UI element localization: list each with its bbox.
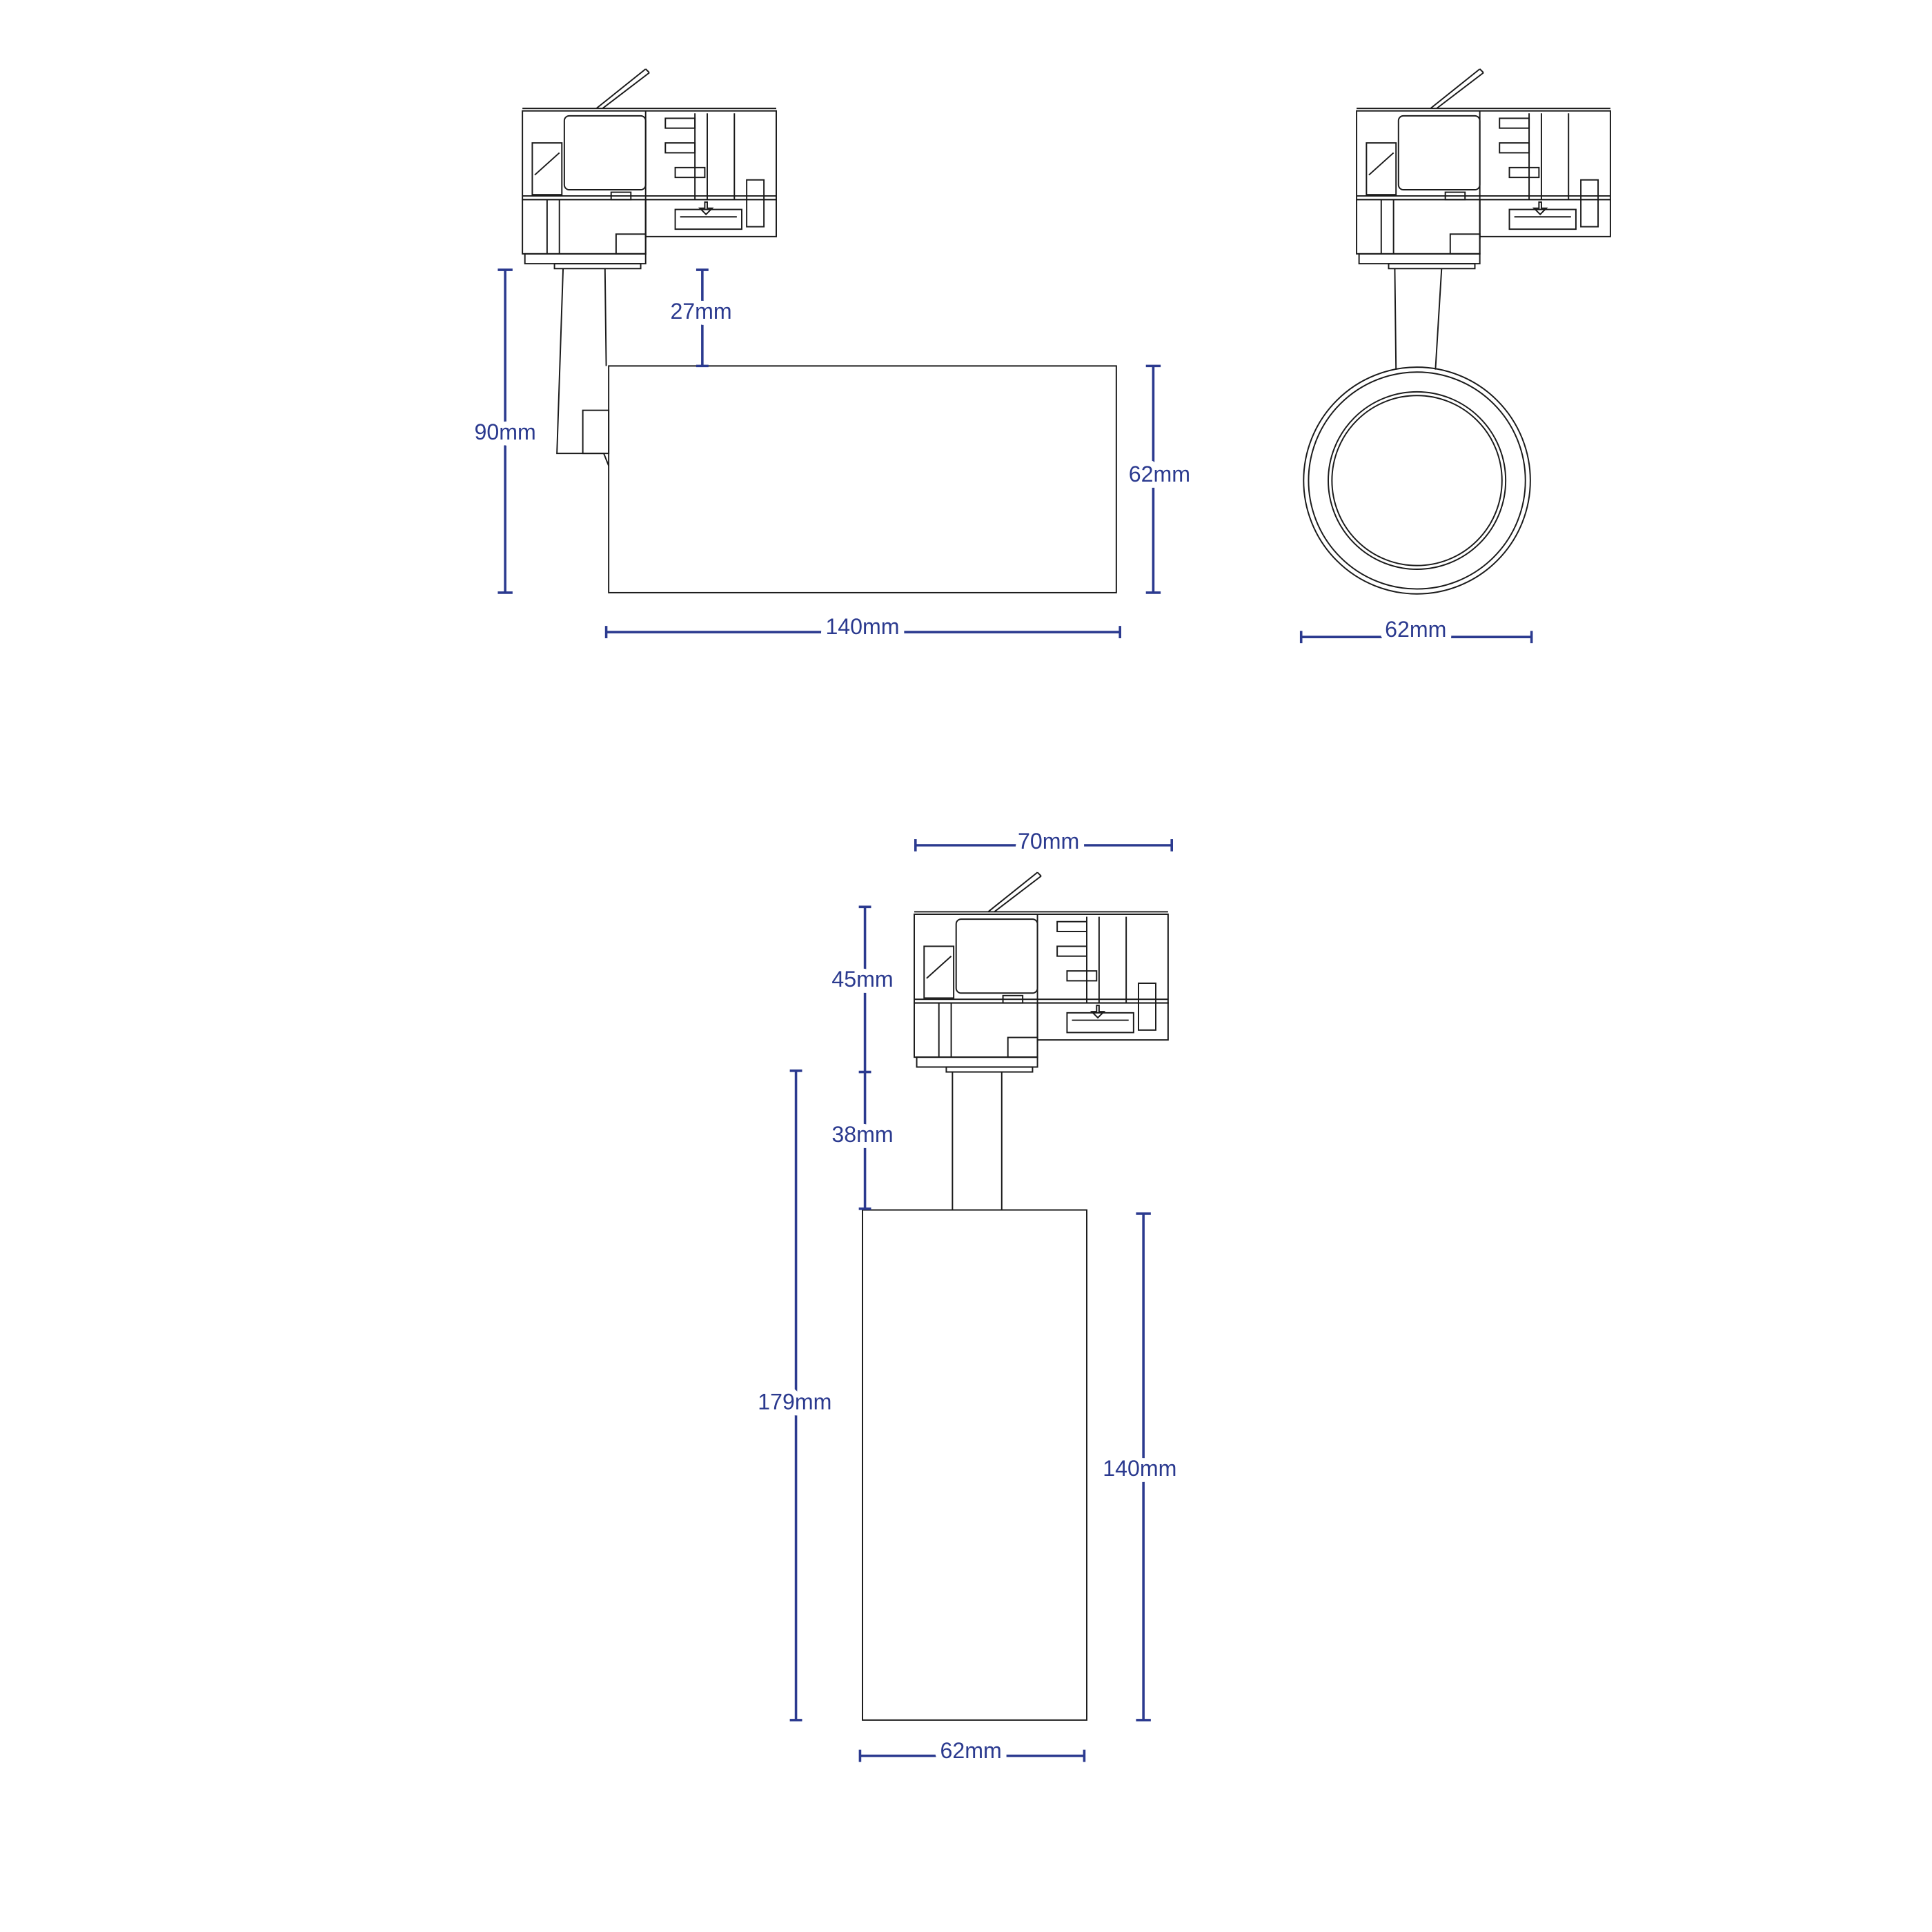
lamp-body — [862, 1209, 1087, 1721]
dimension-27mm — [696, 268, 709, 368]
dimension-140mm — [604, 626, 1121, 638]
side-view: 90mm 27mm 62mm 140mm — [469, 68, 1196, 645]
track-adapter — [1356, 68, 1611, 270]
dimension-140mm — [1136, 1212, 1151, 1722]
dimension-label: 62mm — [1129, 462, 1190, 486]
dimension-label: 27mm — [670, 299, 731, 324]
dimension-label: 90mm — [475, 420, 536, 444]
lens-ring — [1308, 371, 1526, 590]
dimension-70mm — [914, 839, 1173, 851]
lens-ring-inner — [1328, 391, 1507, 570]
arm-joint — [582, 409, 610, 455]
rear-view: 70mm 45mm 38mm 179mm 140mm 62mm — [751, 822, 1183, 1769]
dimension-label: 38mm — [831, 1122, 893, 1147]
dimension-label: 70mm — [1018, 829, 1079, 854]
dimension-62mm — [1299, 631, 1533, 644]
track-adapter — [522, 68, 777, 270]
dimension-label: 140mm — [1103, 1456, 1176, 1481]
dimension-label: 62mm — [940, 1738, 1002, 1763]
dimension-179mm — [789, 1070, 802, 1722]
dimension-label: 62mm — [1385, 617, 1446, 642]
dimension-38mm — [858, 1072, 871, 1210]
dimension-label: 140mm — [825, 614, 899, 639]
dimension-90mm — [497, 268, 513, 594]
lens-ring-outer — [1303, 366, 1531, 595]
mounting-arm — [1394, 268, 1443, 370]
lamp-body — [608, 365, 1117, 593]
mounting-arm — [556, 268, 610, 466]
dimension-label: 179mm — [758, 1389, 831, 1414]
dimension-62mm — [858, 1749, 1086, 1762]
track-adapter — [914, 871, 1169, 1073]
front-view: 62mm — [1299, 68, 1611, 648]
lens — [1331, 395, 1503, 566]
stem — [952, 1072, 1003, 1210]
dimension-62mm — [1145, 364, 1161, 594]
dimension-label: 45mm — [831, 967, 893, 992]
